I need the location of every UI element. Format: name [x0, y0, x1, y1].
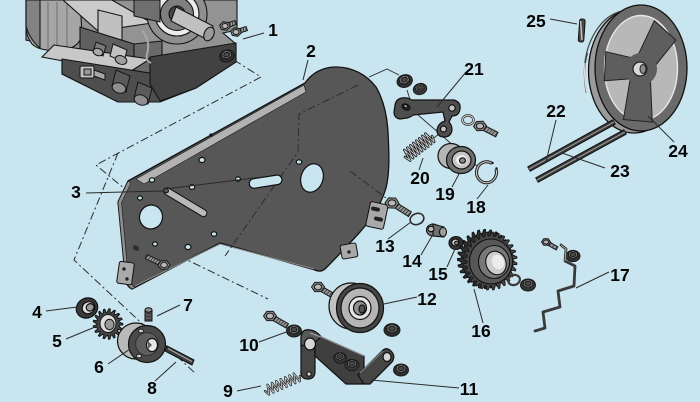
svg-text:12: 12 [417, 289, 437, 309]
svg-text:1: 1 [268, 20, 278, 40]
svg-text:9: 9 [223, 381, 233, 401]
svg-text:11: 11 [460, 379, 479, 399]
svg-text:10: 10 [239, 335, 259, 355]
svg-text:6: 6 [94, 357, 104, 377]
svg-text:20: 20 [410, 168, 430, 188]
svg-text:16: 16 [471, 321, 491, 341]
svg-text:23: 23 [610, 161, 630, 181]
svg-text:8: 8 [147, 378, 157, 398]
svg-text:19: 19 [435, 184, 455, 204]
svg-text:15: 15 [428, 264, 448, 284]
svg-text:25: 25 [526, 11, 546, 31]
svg-text:4: 4 [32, 302, 42, 322]
svg-text:22: 22 [546, 101, 566, 121]
svg-text:21: 21 [464, 59, 484, 79]
svg-text:2: 2 [306, 41, 316, 61]
svg-text:7: 7 [183, 295, 193, 315]
svg-text:18: 18 [466, 197, 486, 217]
svg-text:5: 5 [52, 331, 62, 351]
svg-text:24: 24 [668, 141, 688, 161]
svg-text:14: 14 [402, 251, 422, 271]
svg-text:13: 13 [375, 236, 395, 256]
svg-text:17: 17 [610, 265, 629, 285]
svg-text:3: 3 [71, 182, 81, 202]
